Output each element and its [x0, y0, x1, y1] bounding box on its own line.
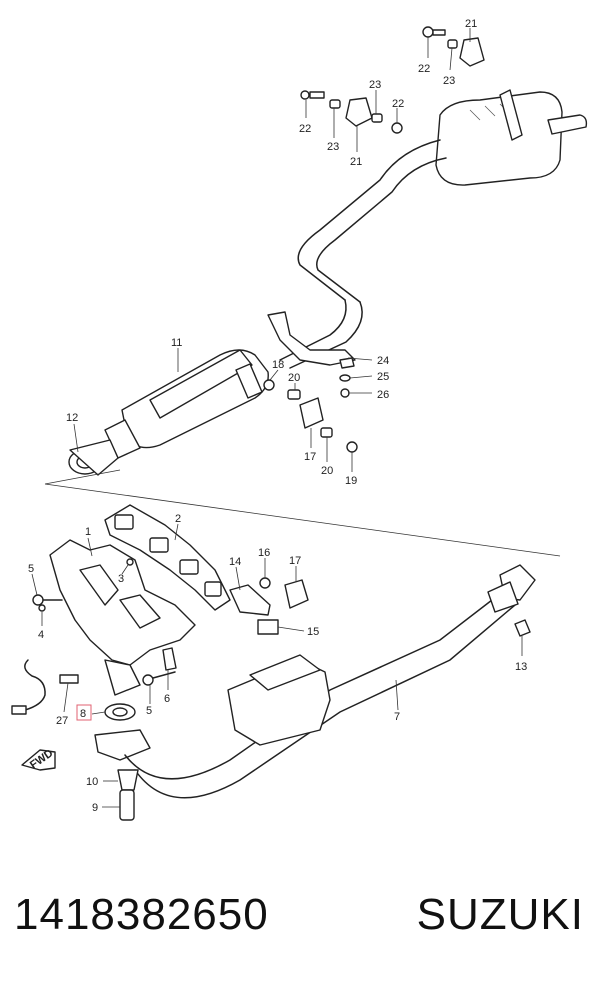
bracket-14-15-16-17 [229, 577, 309, 635]
hanger-set-upper-left [300, 90, 403, 134]
callout-3: 3 [118, 573, 124, 585]
callout-16: 16 [258, 547, 270, 559]
callout-21: 21 [350, 156, 362, 168]
callout-17: 17 [304, 451, 316, 463]
hanger-set-upper-right [422, 26, 485, 67]
center-pipe-edge [289, 301, 363, 369]
center-muffler [104, 349, 269, 459]
callout-8: 8 [80, 708, 86, 720]
callout-20: 20 [321, 465, 333, 477]
callout-17: 17 [289, 555, 301, 567]
callout-10: 10 [86, 776, 98, 788]
hanger-set-middle [263, 357, 358, 453]
callout-6: 6 [164, 693, 170, 705]
callout-22: 22 [299, 123, 311, 135]
tail-pipe-upper [297, 139, 441, 301]
manifold-gasket [104, 504, 231, 611]
gasket-8 [104, 703, 136, 721]
callout-11: 11 [171, 337, 182, 349]
callout-24: 24 [377, 355, 389, 367]
callout-2: 2 [175, 513, 181, 525]
divider-right [44, 483, 561, 557]
callout-9: 9 [92, 802, 98, 814]
brand-name: SUZUKI [416, 890, 584, 939]
callout-22: 22 [392, 98, 404, 110]
muffler [435, 89, 588, 186]
callout-25: 25 [377, 371, 389, 383]
callout-labels: 21 22 23 22 23 23 22 21 11 12 18 20 24 2… [28, 18, 527, 814]
divider-left [44, 469, 121, 485]
callout-23: 23 [327, 141, 339, 153]
fasteners-lower-left [32, 558, 177, 686]
tail-pipe-upper-lower-edge [316, 157, 447, 303]
center-pipe [279, 299, 347, 361]
callout-23: 23 [443, 75, 455, 87]
footer: 1418382650 SUZUKI [0, 890, 600, 970]
callout-21: 21 [465, 18, 477, 30]
callout-19: 19 [345, 475, 357, 487]
callout-7: 7 [394, 711, 400, 723]
callout-5: 5 [146, 705, 152, 717]
callout-14: 14 [229, 556, 241, 568]
fwd-arrow [21, 749, 56, 771]
highlight-box-8 [76, 704, 92, 721]
callout-20: 20 [288, 372, 300, 384]
callout-5: 5 [28, 563, 34, 575]
nut-13 [514, 619, 531, 637]
callout-12: 12 [66, 412, 78, 424]
front-pipe-7 [94, 564, 536, 799]
pipe-bracket [267, 311, 356, 366]
stud-and-bolt-9-10 [117, 769, 139, 821]
callout-26: 26 [377, 389, 389, 401]
callout-4: 4 [38, 629, 44, 641]
callout-13: 13 [515, 661, 527, 673]
callout-27: 27 [56, 715, 68, 727]
exhaust-system-diagram: 21 22 23 22 23 23 22 21 11 12 18 20 24 2… [11, 18, 588, 821]
front-flange-12 [68, 439, 119, 476]
callout-15: 15 [307, 626, 319, 638]
callout-18: 18 [272, 359, 284, 371]
callout-22: 22 [418, 63, 430, 75]
part-number: 1418382650 [14, 890, 269, 939]
callout-1: 1 [85, 526, 91, 538]
leader-lines [31, 28, 523, 808]
exhaust-manifold [49, 539, 196, 696]
oxygen-sensor [11, 659, 79, 715]
callout-23: 23 [369, 79, 381, 91]
